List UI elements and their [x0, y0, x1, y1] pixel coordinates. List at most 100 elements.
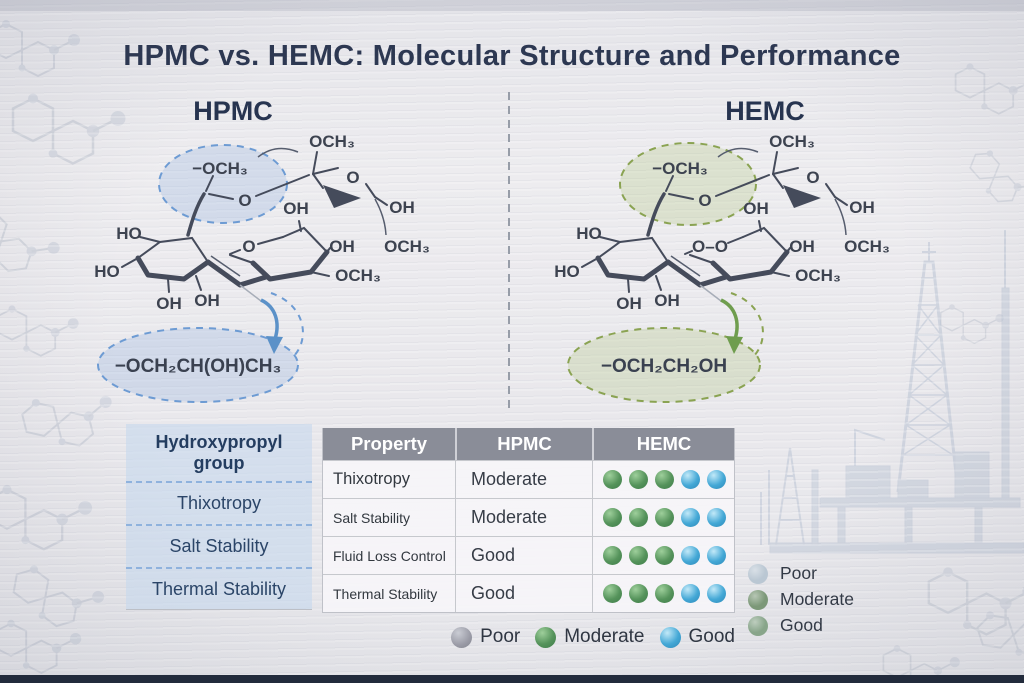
rating-dot-moderate	[655, 470, 674, 489]
rating-dot-good	[681, 584, 700, 603]
hpmc-methoxy-highlight-ellipse	[158, 144, 288, 224]
table-header-hemc: HEMC	[592, 428, 734, 460]
legend-dot-icon	[451, 626, 473, 648]
label-oh-bottom2: OH	[654, 291, 680, 310]
label-methoxy: −OCH₃	[652, 159, 708, 178]
label-oh-bottom2: OH	[194, 291, 220, 310]
legend-dot-icon	[748, 563, 768, 584]
hpmc-hydroxypropyl-highlight-ellipse	[97, 327, 299, 403]
hemc-section-title: HEMC	[725, 96, 805, 126]
label-oh-right-top: OH	[849, 198, 875, 217]
table-cell-hemc-rating	[592, 575, 734, 612]
table-cell-property: Salt Stability	[333, 509, 411, 526]
label-oh-mid: OH	[329, 237, 355, 256]
rating-dot-moderate	[655, 508, 674, 527]
label-oh-right-top: OH	[389, 198, 415, 217]
table-row: Thermal Stability Good	[323, 574, 734, 612]
table-cell-hpmc-value: Moderate	[455, 461, 592, 498]
label-oh-bottom1: OH	[616, 294, 642, 313]
top-edge-strip	[0, 0, 1024, 11]
rating-dot-moderate	[629, 470, 648, 489]
label-och3-right: OCH₃	[384, 237, 430, 256]
legend-item: Good	[748, 615, 854, 636]
page-title: HPMC vs. HEMC: Molecular Structure and P…	[123, 40, 901, 72]
table-row: Fluid Loss Control Good	[323, 536, 734, 574]
legend-item: Moderate	[748, 589, 854, 610]
legend-item: Poor	[451, 626, 520, 648]
legend-item: Moderate	[535, 626, 645, 648]
side-panel-item: Thixotropy	[126, 483, 312, 527]
rating-dot-moderate	[603, 470, 622, 489]
rating-dot-moderate	[603, 508, 622, 527]
table-body: Thixotropy Moderate Salt Stability Moder…	[323, 460, 734, 612]
rating-dot-moderate	[655, 584, 674, 603]
legend-item: Good	[659, 626, 735, 648]
label-oh-top: OH	[283, 199, 309, 218]
table-header-hpmc: HPMC	[455, 428, 592, 460]
rating-dot-good	[707, 584, 726, 603]
hpmc-dashed-arc	[270, 292, 304, 359]
label-o-link: O	[698, 191, 711, 210]
rating-dot-good	[681, 508, 700, 527]
label-ho-lower: HO	[554, 262, 580, 281]
table-cell-hpmc-value: Moderate	[455, 499, 592, 536]
legend-dot-icon	[748, 589, 768, 610]
table-cell-hemc-rating	[592, 461, 734, 498]
hemc-hydroxyethyl-highlight-ellipse	[567, 327, 761, 403]
table-header-property: Property	[350, 433, 428, 454]
legend-label: Moderate	[780, 589, 854, 609]
rating-dot-good	[707, 546, 726, 565]
table-cell-property: Thermal Stability	[333, 585, 438, 602]
legend-dot-icon	[535, 626, 557, 648]
label-o-ring: O–O	[692, 237, 728, 256]
rating-dot-moderate	[629, 508, 648, 527]
table-header-row: Property HPMC HEMC	[323, 428, 734, 460]
legend-label: Poor	[780, 563, 817, 583]
right-legend: Poor Moderate Good	[748, 563, 854, 636]
legend-dot-icon	[748, 615, 768, 636]
label-och3-right: OCH₃	[844, 237, 890, 256]
rating-dot-good	[707, 470, 726, 489]
bottom-legend: Poor Moderate Good	[322, 626, 735, 648]
table-row: Salt Stability Moderate	[323, 498, 734, 536]
rating-dot-moderate	[603, 546, 622, 565]
hpmc-atom-labels: OCH₃ −OCH₃ O O OH OH HO HO O OH OCH₃ OCH…	[94, 132, 430, 377]
comparison-table: Property HPMC HEMC Thixotropy Moderate S…	[322, 428, 735, 613]
label-methoxy: −OCH₃	[192, 159, 248, 178]
label-o-ring: O	[242, 237, 255, 256]
legend-dot-icon	[659, 626, 681, 648]
hemc-structure-diagram: OCH₃ −OCH₃ O O OH OH HO HO O–O OH OCH₃ O…	[554, 132, 890, 403]
rating-dot-moderate	[603, 584, 622, 603]
hpmc-substituent-arrow	[260, 298, 279, 340]
label-oh-top: OH	[743, 199, 769, 218]
hemc-substituent-arrow	[720, 298, 739, 340]
rating-dot-good	[707, 508, 726, 527]
hemc-dashed-arc	[730, 292, 764, 359]
legend-label: Good	[688, 626, 735, 647]
legend-label: Good	[780, 615, 823, 635]
rating-dot-good	[681, 470, 700, 489]
label-oh-mid: OH	[789, 237, 815, 256]
rating-dot-moderate	[629, 584, 648, 603]
label-ho-lower: HO	[94, 262, 120, 281]
table-cell-property: Thixotropy	[333, 470, 411, 488]
hpmc-bonds	[121, 147, 388, 302]
label-ho-upper: HO	[116, 224, 142, 243]
hemc-group-formula: −OCH₂CH₂OH	[601, 356, 727, 377]
table-cell-property: Fluid Loss Control	[333, 547, 446, 564]
rating-dot-good	[681, 546, 700, 565]
hemc-methoxy-highlight-ellipse	[619, 142, 757, 226]
label-o-top: O	[346, 168, 359, 187]
table-cell-hpmc-value: Good	[455, 537, 592, 574]
hpmc-group-formula: −OCH₂CH(OH)CH₃	[115, 356, 282, 377]
property-side-panel: Hydroxypropyl group Thixotropy Salt Stab…	[126, 424, 312, 611]
rating-dot-moderate	[629, 546, 648, 565]
label-och3-lower: OCH₃	[335, 266, 381, 285]
hpmc-structure-diagram: OCH₃ −OCH₃ O O OH OH HO HO O OH OCH₃ OCH…	[94, 132, 430, 403]
side-panel-item: Thermal Stability	[151, 578, 287, 599]
label-oh-bottom1: OH	[156, 294, 182, 313]
hemc-atom-labels: OCH₃ −OCH₃ O O OH OH HO HO O–O OH OCH₃ O…	[554, 132, 890, 377]
oil-rig-silhouette	[760, 230, 1024, 554]
side-panel-item: Salt Stability	[126, 526, 312, 569]
